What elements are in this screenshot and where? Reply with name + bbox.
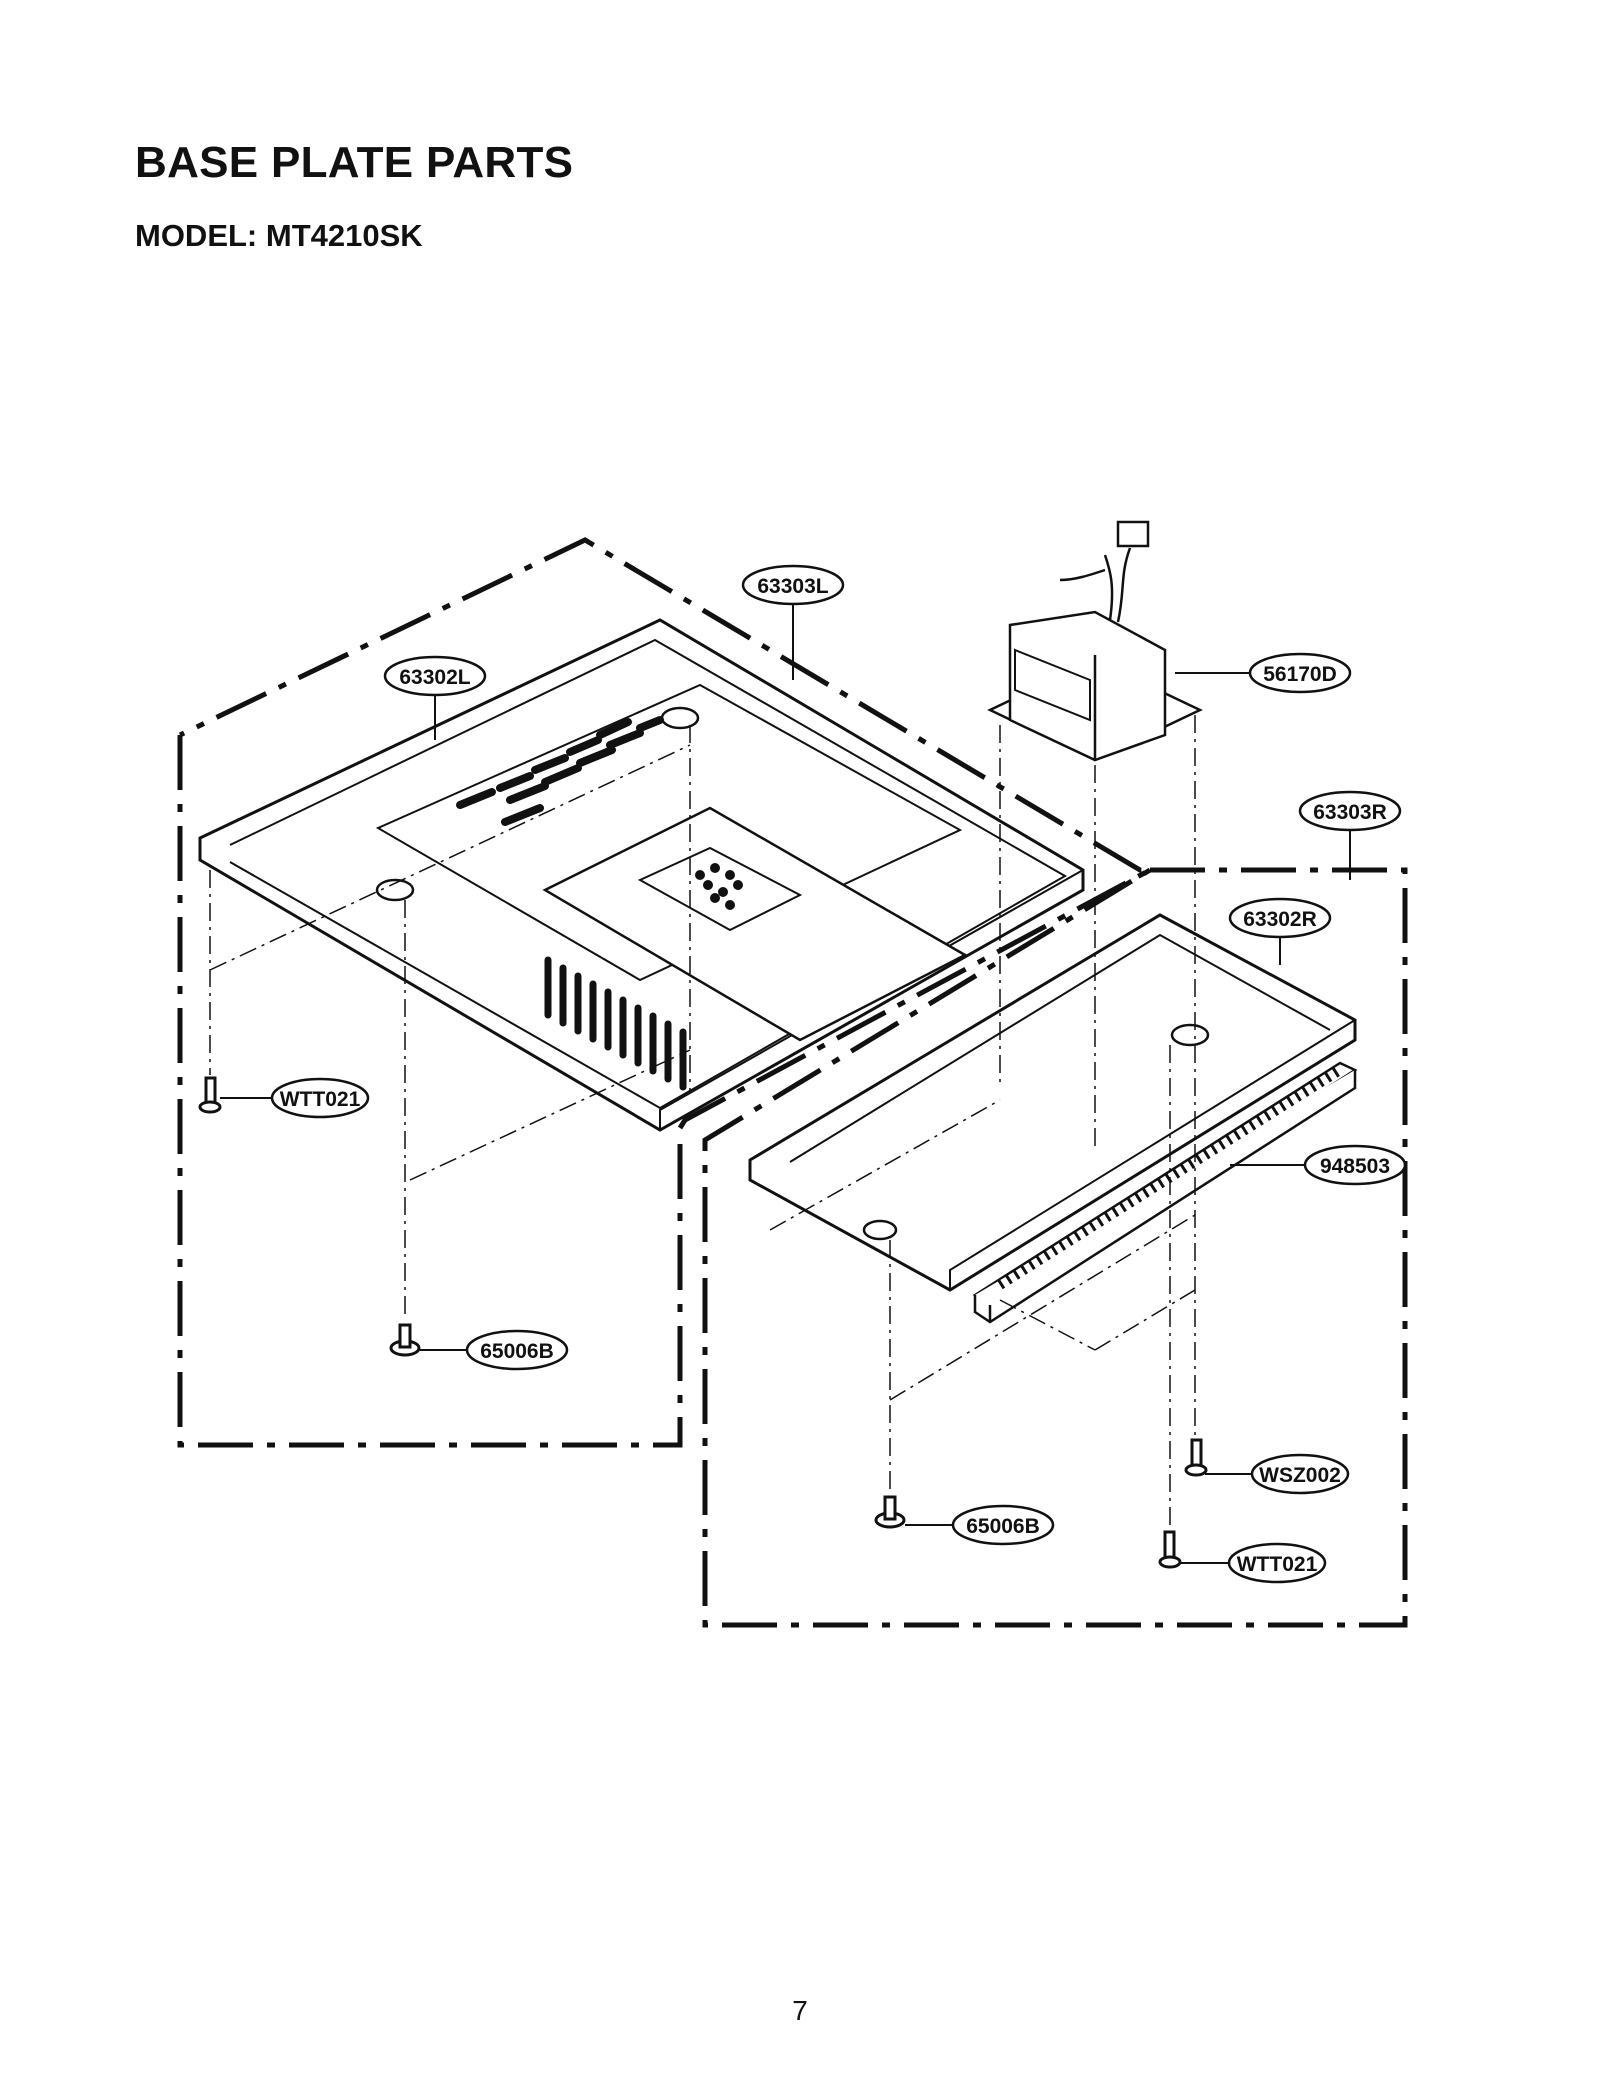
- right-assembly-boundary: [702, 867, 1408, 1628]
- svg-text:65006B: 65006B: [966, 1515, 1040, 1538]
- left-rear-boss: [660, 706, 700, 730]
- right-rear-boss: [1170, 1023, 1210, 1047]
- svg-text:WTT021: WTT021: [280, 1088, 361, 1111]
- page-title: BASE PLATE PARTS: [135, 138, 574, 187]
- callout-63302R: 63302R: [1228, 897, 1332, 939]
- transformer-wires: [1059, 547, 1132, 623]
- callout-63303L: 63303L: [741, 564, 845, 606]
- svg-text:63302R: 63302R: [1243, 908, 1317, 931]
- svg-text:63303R: 63303R: [1313, 801, 1387, 824]
- model-subtitle: MODEL: MT4210SK: [135, 218, 423, 253]
- svg-text:63302L: 63302L: [399, 666, 470, 689]
- svg-text:56170D: 56170D: [1263, 663, 1337, 686]
- callout-56170D: 56170D: [1248, 652, 1352, 694]
- foot-65006b-right: [874, 1495, 906, 1529]
- page-number: 7: [792, 1995, 808, 2026]
- transformer: [987, 610, 1203, 762]
- svg-text:WTT021: WTT021: [1237, 1553, 1318, 1576]
- svg-text:65006B: 65006B: [480, 1340, 554, 1363]
- callout-65006B-left: 65006B: [465, 1329, 569, 1371]
- callout-63302L: 63302L: [383, 655, 487, 697]
- transformer-connector: [1116, 520, 1150, 548]
- callout-WTT021-left: WTT021: [270, 1077, 370, 1119]
- vent-slots-upper: [456, 716, 664, 826]
- left-foot-boss: [375, 878, 415, 902]
- right-base-plate: [748, 913, 1357, 1292]
- screw-wsz002: [1184, 1438, 1208, 1477]
- svg-text:63303L: 63303L: [757, 575, 828, 598]
- callout-WSZ002: WSZ002: [1250, 1453, 1350, 1495]
- right-foot-boss: [862, 1219, 898, 1241]
- svg-text:WSZ002: WSZ002: [1259, 1464, 1341, 1487]
- assembly-guide-lines: [209, 715, 1196, 1525]
- svg-text:948503: 948503: [1320, 1155, 1390, 1178]
- vent-slots-lower: [544, 956, 687, 1091]
- foot-65006b-left: [389, 1323, 421, 1357]
- callout-948503: 948503: [1303, 1144, 1407, 1186]
- center-holes: [695, 863, 743, 910]
- left-assembly-boundary: [177, 537, 1152, 1448]
- callout-63303R: 63303R: [1298, 790, 1402, 832]
- screw-wtt021-left: [198, 1076, 222, 1114]
- gasket-texture: [997, 1065, 1343, 1290]
- callout-65006B-right: 65006B: [951, 1504, 1055, 1546]
- leader-lines: [220, 605, 1351, 1564]
- callout-WTT021-right: WTT021: [1227, 1542, 1327, 1584]
- left-base-plate: [198, 618, 1085, 1132]
- screw-wtt021-right: [1158, 1530, 1182, 1569]
